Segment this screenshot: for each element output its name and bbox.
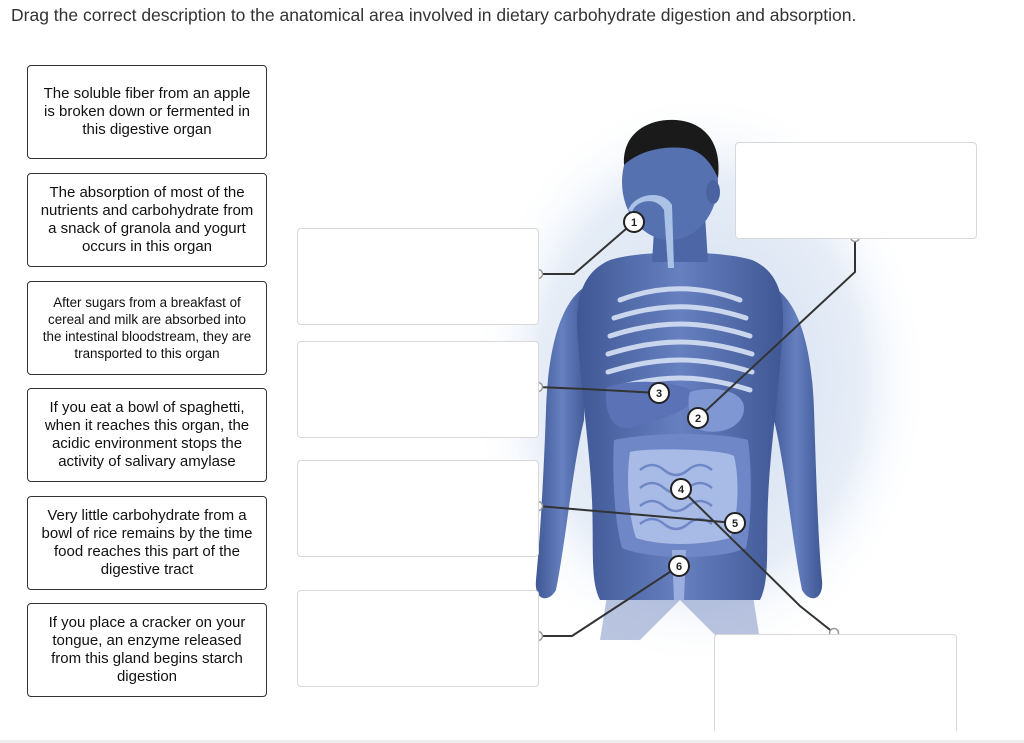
drop-zone-large-intestine[interactable] bbox=[714, 634, 957, 731]
marker-1: 1 bbox=[623, 211, 645, 233]
liver bbox=[605, 381, 700, 429]
drop-zone-small-intestine[interactable] bbox=[297, 460, 539, 557]
svg-text:5: 5 bbox=[732, 518, 738, 530]
svg-text:2: 2 bbox=[695, 413, 701, 425]
marker-5: 5 bbox=[724, 512, 746, 534]
svg-text:3: 3 bbox=[656, 388, 662, 400]
instructions-text: Drag the correct description to the anat… bbox=[11, 5, 857, 25]
svg-text:6: 6 bbox=[676, 561, 682, 573]
drop-zone-liver[interactable] bbox=[297, 341, 539, 438]
drop-zone-stomach[interactable] bbox=[735, 142, 977, 239]
description-card-sugar-transport[interactable]: After sugars from a breakfast of cereal … bbox=[27, 281, 267, 375]
drop-zone-mouth[interactable] bbox=[297, 228, 539, 325]
marker-4: 4 bbox=[670, 478, 692, 500]
rib-cage bbox=[605, 286, 755, 393]
marker-3: 3 bbox=[648, 382, 670, 404]
marker-2: 2 bbox=[687, 407, 709, 429]
marker-6: 6 bbox=[668, 555, 690, 577]
description-card-nutrient-absorption[interactable]: The absorption of most of the nutrients … bbox=[27, 173, 267, 267]
description-card-acidic-environment[interactable]: If you eat a bowl of spaghetti, when it … bbox=[27, 388, 267, 482]
svg-text:4: 4 bbox=[678, 484, 685, 496]
description-card-salivary-gland[interactable]: If you place a cracker on your tongue, a… bbox=[27, 603, 267, 697]
svg-text:1: 1 bbox=[631, 217, 637, 229]
leader-lines bbox=[537, 221, 856, 637]
description-card-soluble-fiber[interactable]: The soluble fiber from an apple is broke… bbox=[27, 65, 267, 159]
description-card-little-carbohydrate[interactable]: Very little carbohydrate from a bowl of … bbox=[27, 496, 267, 590]
drop-zone-rectum[interactable] bbox=[297, 590, 539, 687]
bottom-divider bbox=[0, 740, 1024, 743]
